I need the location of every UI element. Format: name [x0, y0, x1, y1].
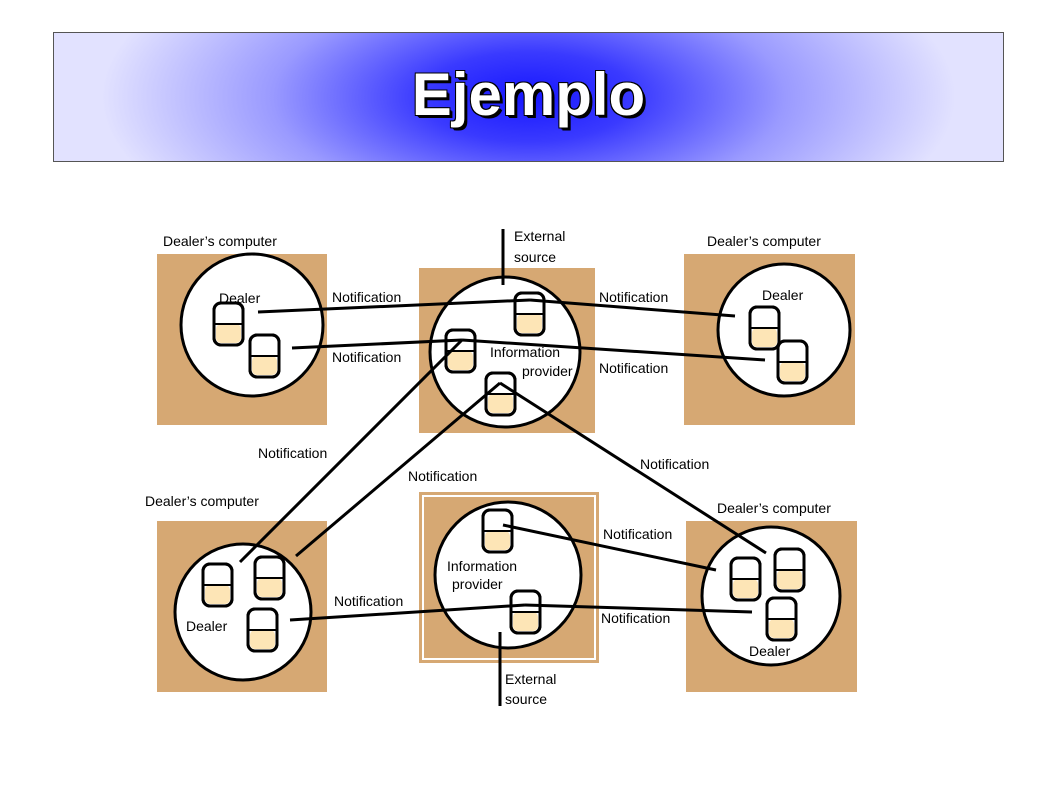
database-icon [248, 333, 281, 379]
database-icon [513, 291, 546, 337]
external-source-label-bottom-line1: External [505, 671, 556, 687]
notification-line [524, 603, 753, 614]
provider-label-top-line2: provider [522, 363, 573, 379]
slide-title: Ejemplo [411, 61, 646, 128]
dealer-circle-top-left [179, 252, 325, 398]
dealer-circle-top-right [716, 262, 852, 398]
dealer-computer-label-top-right: Dealer’s computer [707, 233, 821, 249]
database-icon [481, 508, 514, 554]
database-icon [765, 596, 798, 642]
dealer-label-bottom-right: Dealer [749, 643, 791, 659]
notification-label: Notification [332, 349, 401, 365]
database-icons [201, 291, 809, 653]
notification-line [238, 338, 464, 564]
notification-line [257, 298, 531, 314]
external-source-label-top-line2: source [514, 249, 556, 265]
provider-label-bottom-line2: provider [452, 576, 503, 592]
database-icon [729, 556, 762, 602]
dealer-label-top-right: Dealer [762, 287, 804, 303]
database-icon [509, 589, 542, 635]
dealer-circle-bottom-left [173, 542, 313, 682]
database-icon [748, 305, 781, 351]
notification-label: Notification [601, 610, 670, 626]
provider-label-top-line1: Information [490, 344, 560, 360]
external-source-label-top-line1: External [514, 228, 565, 244]
notification-label: Notification [599, 289, 668, 305]
title-banner: Ejemplo [53, 32, 1004, 162]
external-source-label-bottom-line2: source [505, 691, 547, 707]
dealer-computer-label-bottom-right: Dealer’s computer [717, 500, 831, 516]
database-icon [773, 547, 806, 593]
database-icon [776, 339, 809, 385]
notification-label: Notification [640, 456, 709, 472]
notification-label: Notification [408, 468, 477, 484]
notification-label: Notification [332, 289, 401, 305]
notification-line [289, 603, 526, 622]
database-icon [253, 555, 286, 601]
notification-line [461, 338, 766, 362]
dealer-computer-label-top-left: Dealer’s computer [163, 233, 277, 249]
database-icon [212, 301, 245, 347]
notification-line [291, 338, 463, 350]
dealer-computer-label-bottom-left: Dealer’s computer [145, 493, 259, 509]
notification-line [295, 381, 501, 558]
database-icon [246, 607, 279, 653]
notification-lines [238, 229, 767, 706]
notification-line [502, 523, 717, 572]
provider-circle-bottom [433, 500, 583, 650]
database-icon [201, 562, 234, 608]
database-icon [484, 371, 517, 417]
dealer-label-top-left: Dealer [219, 290, 261, 306]
notification-label: Notification [599, 360, 668, 376]
notification-line [529, 298, 736, 318]
provider-label-bottom-line1: Information [447, 558, 517, 574]
notification-line [499, 381, 767, 555]
dealer-label-bottom-left: Dealer [186, 618, 228, 634]
notification-label: Notification [334, 593, 403, 609]
notification-label: Notification [603, 526, 672, 542]
provider-box-inner-border [422, 495, 596, 660]
notification-label: Notification [258, 445, 327, 461]
